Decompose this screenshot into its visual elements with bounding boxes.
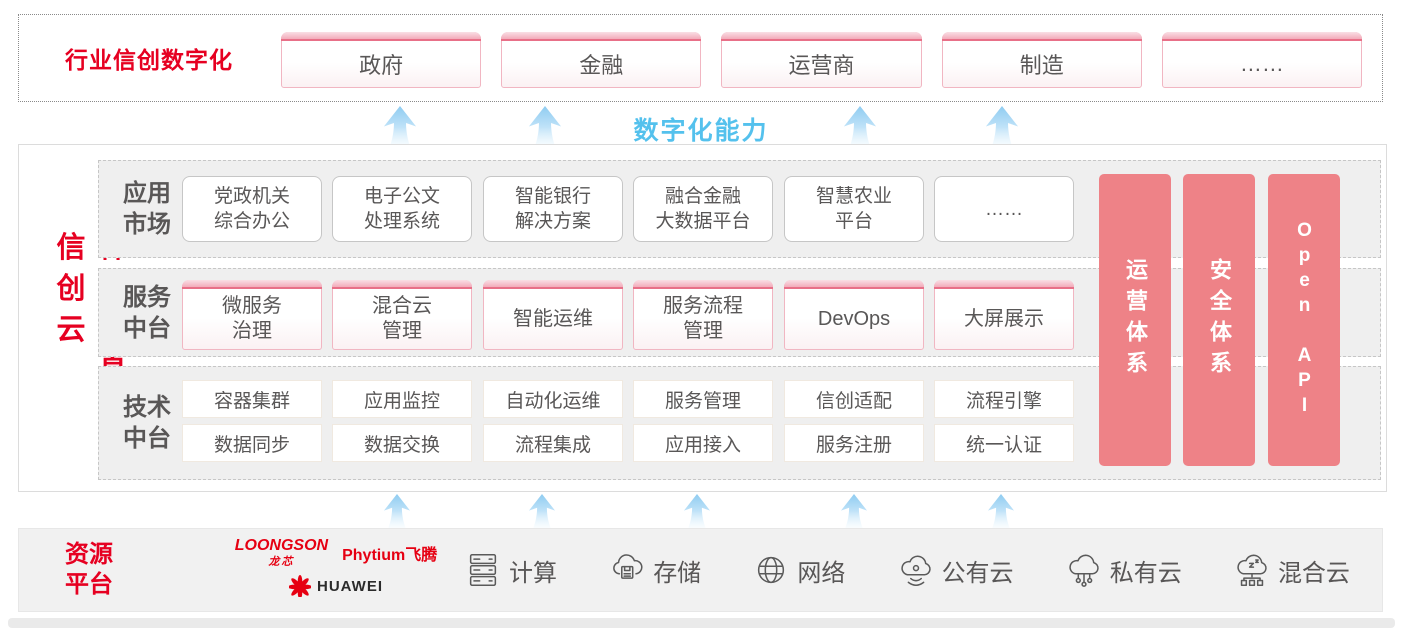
- up-arrow-icon: [987, 494, 1015, 528]
- storage-cloud-icon: [613, 554, 643, 579]
- tech-box: 容器集群: [182, 380, 322, 418]
- industry-box-more: ……: [1161, 32, 1363, 88]
- industry-box-finance: 金融: [501, 32, 702, 88]
- app-box: 融合金融 大数据平台: [633, 176, 773, 242]
- digital-capability-label: 数字化能力: [633, 117, 769, 145]
- industry-list: 政府 金融 运营商 制造 ……: [281, 32, 1363, 88]
- server-icon: [469, 554, 497, 586]
- tech-box: 应用接入: [633, 424, 773, 462]
- service-box: 大屏展示: [934, 280, 1074, 350]
- pillar-open-api-label: Open API: [1294, 220, 1315, 420]
- up-arrow-icon: [683, 494, 711, 528]
- tech-box: 服务注册: [784, 424, 924, 462]
- resource-item-private-cloud: 私有云: [1065, 551, 1182, 589]
- resource-item-hybrid-cloud: 混合云: [1233, 551, 1350, 589]
- service-platform-label: 服务 中台: [123, 283, 171, 342]
- industry-banner-title: 行业信创数字化: [65, 47, 233, 73]
- loongson-logo: LOONGSON 龙芯: [235, 538, 328, 570]
- up-arrow-icon: [383, 106, 417, 148]
- up-arrow-icon: [840, 494, 868, 528]
- pillar-security: 安全体系: [1183, 174, 1255, 466]
- resource-item-label: 存储: [653, 559, 702, 587]
- service-box: 服务流程 管理: [633, 280, 773, 350]
- resource-item-label: 网络: [797, 559, 846, 587]
- up-arrow-icon: [383, 494, 411, 528]
- tech-box: 统一认证: [934, 424, 1074, 462]
- pillar-security-label: 安全体系: [1207, 258, 1232, 382]
- resource-item-label: 私有云: [1109, 559, 1182, 587]
- app-box-more: ……: [934, 176, 1074, 242]
- resource-items: 计算 存储 网络: [464, 529, 1350, 611]
- industry-box-operator: 运营商: [721, 32, 922, 88]
- app-box: 智慧农业 平台: [784, 176, 924, 242]
- tech-platform-label: 技术 中台: [123, 394, 171, 452]
- resource-platform-panel: 资源 平台 LOONGSON 龙芯 Phytium飞腾: [18, 528, 1383, 612]
- up-arrow-icon: [843, 106, 877, 148]
- app-box: 电子公文 处理系统: [332, 176, 472, 242]
- cloud-platform-panel: 神州信息信创云 应用 市场 党政机关 综合办公 电子公文 处理系统 智能银行 解…: [18, 144, 1387, 492]
- app-market-label: 应用 市场: [123, 180, 171, 238]
- public-cloud-icon: [900, 555, 931, 586]
- up-arrow-icon: [528, 106, 562, 148]
- huawei-logo: HUAWEI: [211, 575, 461, 597]
- resource-platform-label: 资源 平台: [65, 541, 113, 598]
- loongson-wordmark: LOONGSON: [234, 537, 329, 554]
- phytium-logo: Phytium飞腾: [342, 541, 437, 565]
- pillar-open-api: Open API: [1268, 174, 1340, 466]
- tech-box: 服务管理: [633, 380, 773, 418]
- app-box: 智能银行 解决方案: [483, 176, 623, 242]
- service-box: 智能运维: [483, 280, 623, 350]
- tech-box: 自动化运维: [483, 380, 623, 418]
- pillar-operations-label: 运营体系: [1123, 258, 1148, 382]
- loongson-chinese: 龙芯: [268, 556, 295, 568]
- tech-box: 应用监控: [332, 380, 472, 418]
- base-platform-strip: [8, 618, 1395, 628]
- industry-box-manufacturing: 制造: [941, 32, 1143, 88]
- vendor-logos: LOONGSON 龙芯 Phytium飞腾: [211, 538, 461, 597]
- service-box: 混合云 管理: [332, 280, 472, 350]
- up-arrow-icon: [528, 494, 556, 528]
- service-box: DevOps: [784, 280, 924, 350]
- private-cloud-icon: [1069, 554, 1099, 587]
- resource-item-label: 计算: [509, 559, 557, 587]
- tech-box: 流程集成: [483, 424, 623, 462]
- phytium-wordmark: Phytium: [342, 547, 406, 564]
- app-box: 党政机关 综合办公: [182, 176, 322, 242]
- huawei-wordmark: HUAWEI: [317, 577, 383, 595]
- tech-box: 流程引擎: [934, 380, 1074, 418]
- tech-box: 数据同步: [182, 424, 322, 462]
- resource-item-storage: 存储: [608, 551, 701, 589]
- industry-banner: 行业信创数字化 政府 金融 运营商 制造 ……: [18, 14, 1383, 102]
- phytium-chinese: 飞腾: [405, 547, 438, 564]
- resource-item-compute: 计算: [464, 551, 557, 589]
- tech-box: 信创适配: [784, 380, 924, 418]
- up-arrow-icon: [985, 106, 1019, 148]
- resource-item-label: 公有云: [941, 559, 1014, 587]
- resource-item-public-cloud: 公有云: [897, 551, 1014, 589]
- service-box: 微服务 治理: [182, 280, 322, 350]
- pillar-operations: 运营体系: [1099, 174, 1171, 466]
- resource-item-label: 混合云: [1277, 559, 1350, 587]
- tech-box: 数据交换: [332, 424, 472, 462]
- huawei-flower-icon: [289, 575, 311, 597]
- industry-box-government: 政府: [281, 32, 482, 88]
- hybrid-cloud-icon: [1237, 554, 1267, 586]
- network-globe-icon: [758, 556, 785, 584]
- resource-item-network: 网络: [752, 551, 845, 589]
